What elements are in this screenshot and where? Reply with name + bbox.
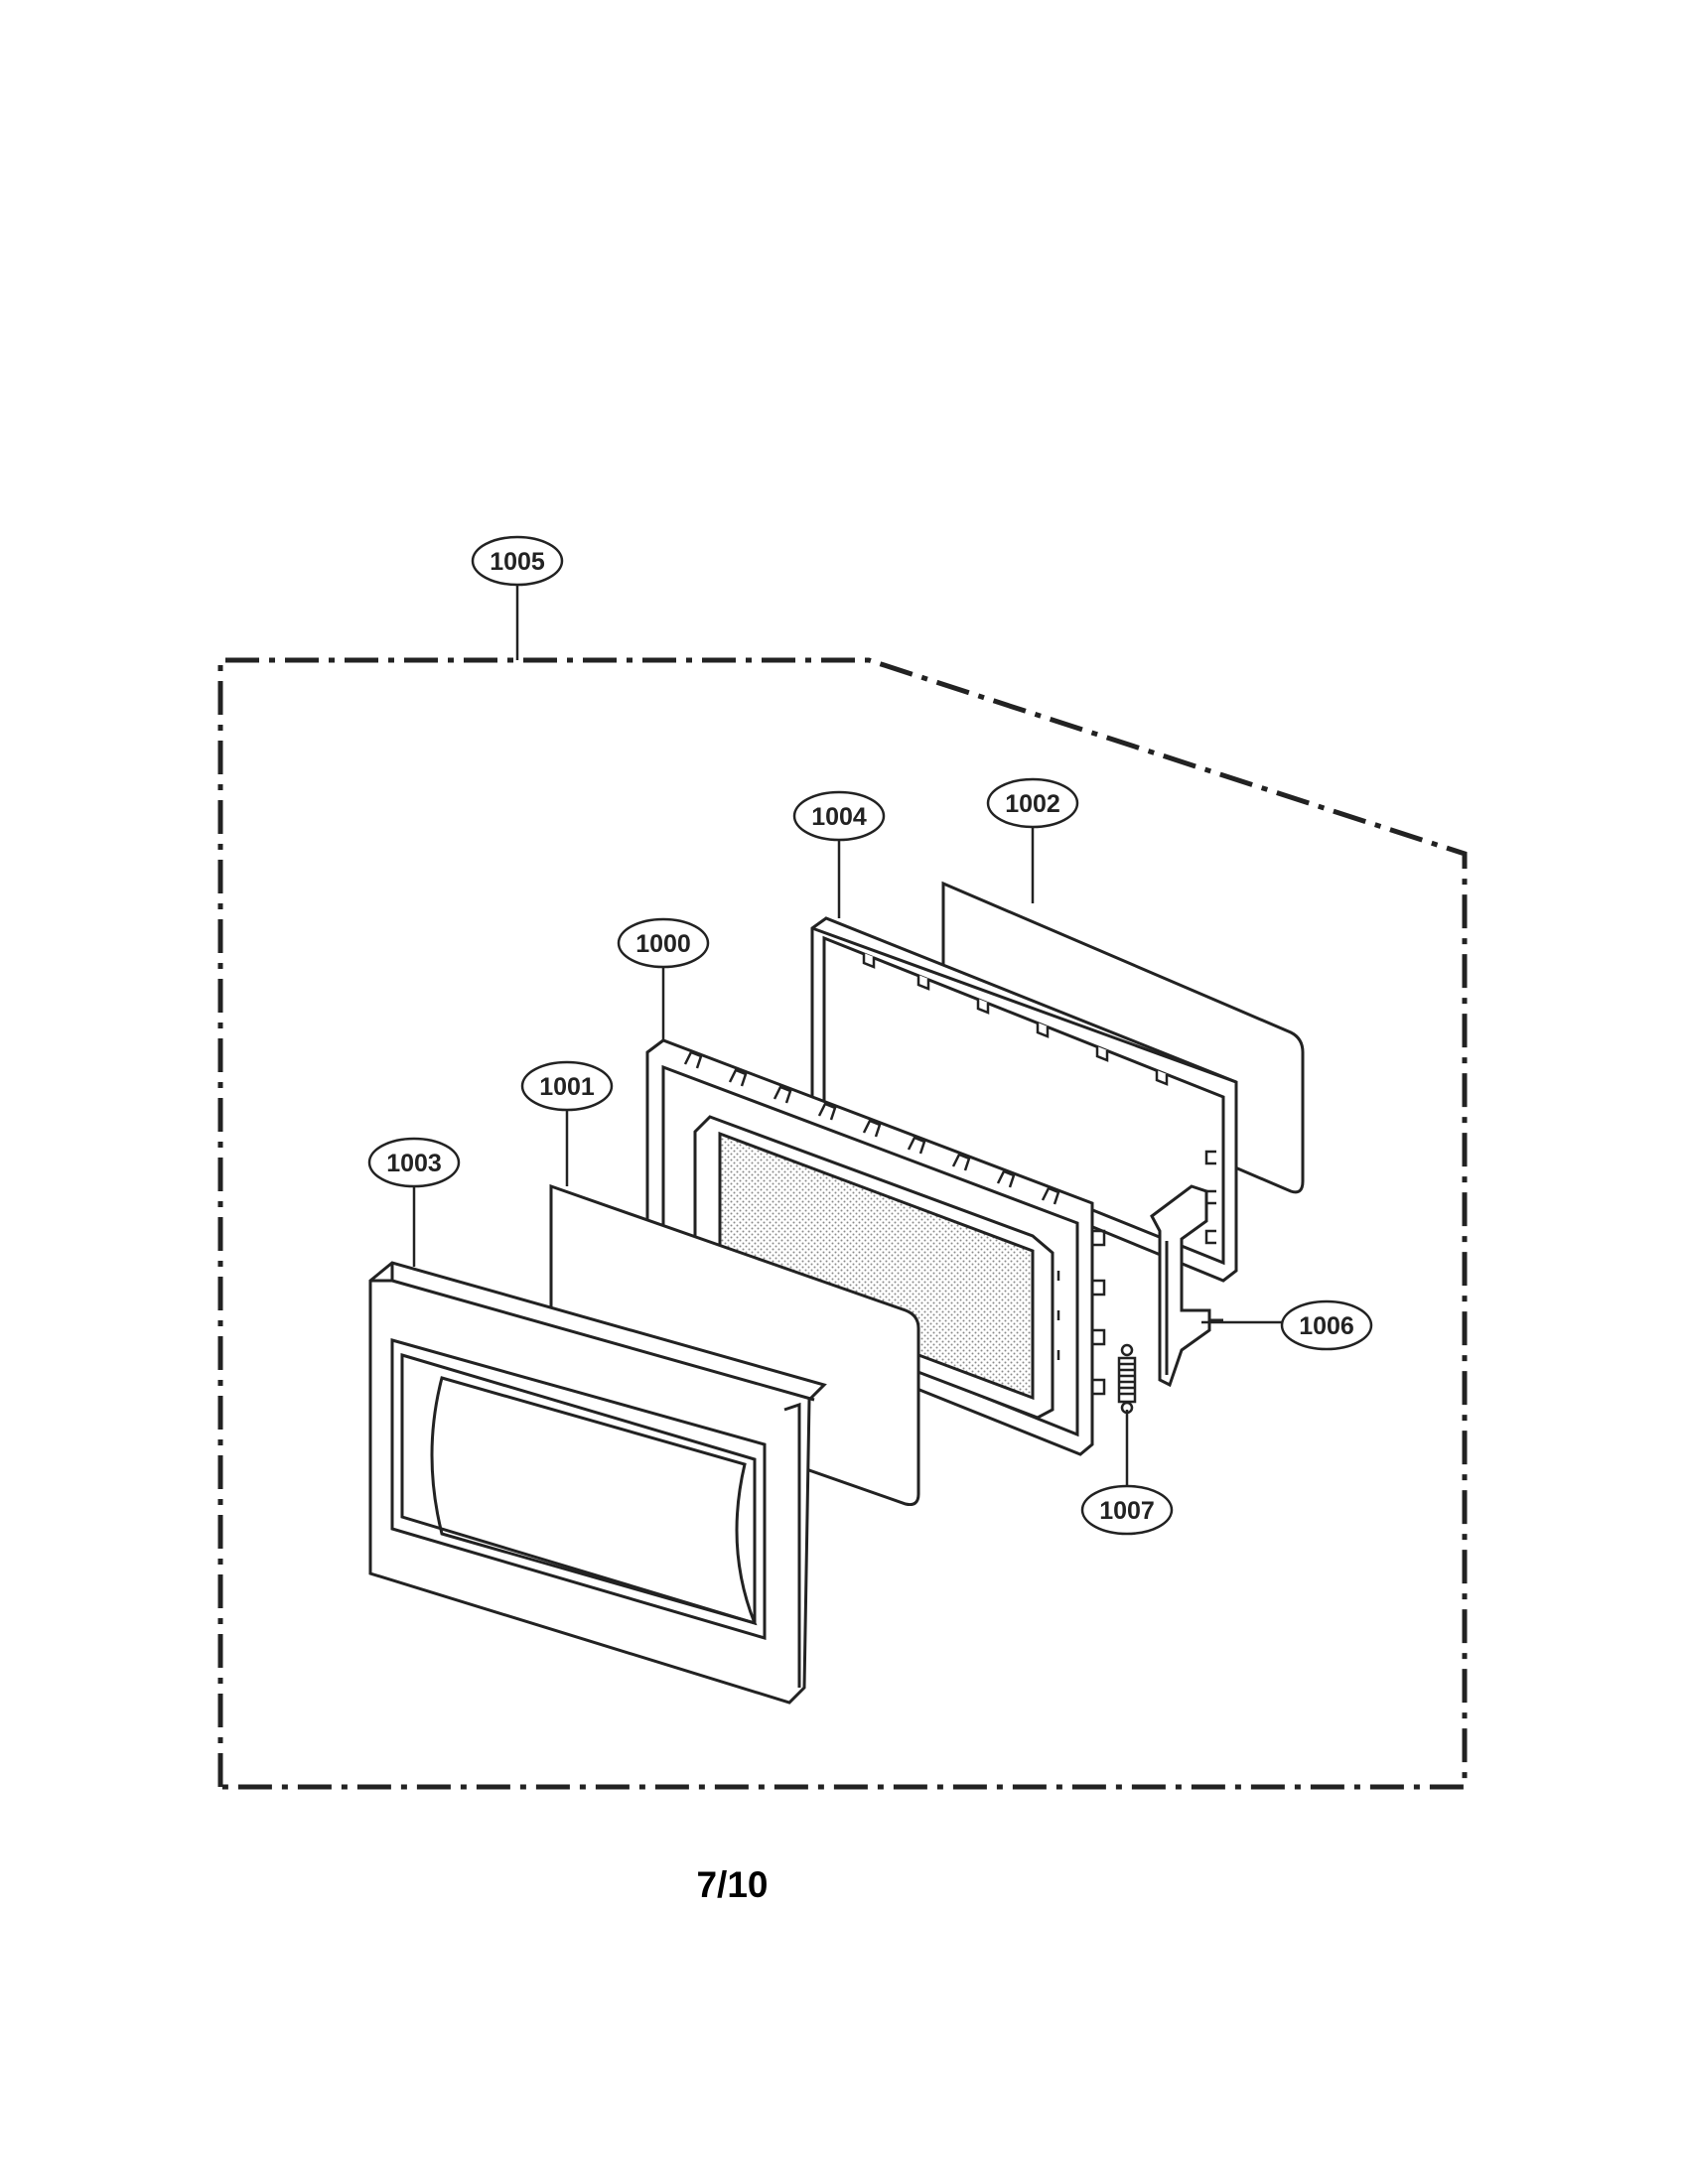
callout-1000: [617, 917, 710, 969]
callout-label-1006: 1006: [1299, 1312, 1354, 1340]
callout-ellipses: [367, 535, 1373, 1536]
callout-labels: 1005 1004 1002 1000 1001 1003 1006 1007: [386, 548, 1354, 1525]
callout-label-1005: 1005: [490, 548, 545, 576]
callout-1005: [471, 535, 564, 587]
callout-1002: [986, 777, 1079, 829]
callout-1001: [520, 1060, 614, 1112]
page-number: 7/10: [696, 1864, 769, 1905]
part-door-frame: [645, 1038, 1106, 1456]
callout-1003: [367, 1137, 461, 1188]
callout-label-1003: 1003: [386, 1150, 442, 1177]
callout-label-1007: 1007: [1099, 1497, 1155, 1525]
callout-1006: [1280, 1299, 1373, 1351]
callout-1007: [1080, 1484, 1174, 1536]
callout-label-1000: 1000: [635, 930, 691, 958]
callout-label-1001: 1001: [539, 1073, 595, 1101]
callout-1004: [792, 790, 886, 842]
part-choke-cover: [810, 916, 1238, 1283]
assembly-boundary: [217, 657, 1468, 1790]
part-spring: [1117, 1343, 1137, 1415]
callout-label-1004: 1004: [811, 803, 867, 831]
part-door-glass: [549, 1183, 920, 1506]
callout-label-1002: 1002: [1005, 790, 1060, 818]
part-latch-hook: [1150, 1184, 1223, 1388]
part-door-front: [368, 1261, 827, 1705]
